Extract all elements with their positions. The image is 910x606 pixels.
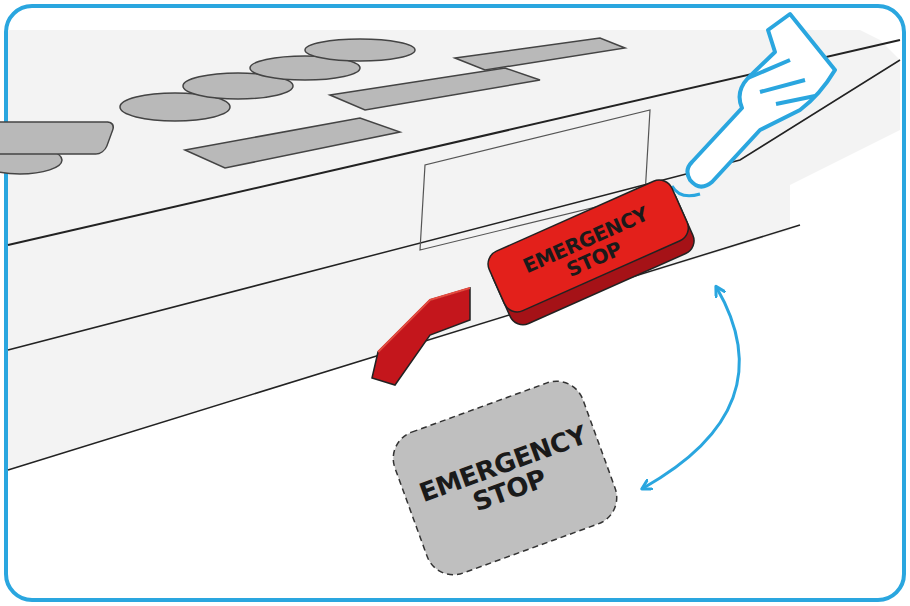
console-edge (8, 225, 800, 470)
pointing-hand (672, 14, 835, 196)
lever-stem (372, 288, 470, 385)
frame-border (6, 6, 904, 600)
console-edge (8, 40, 900, 245)
console-keys (0, 38, 625, 174)
motion-arrow (643, 287, 740, 488)
lever-highlight (378, 288, 470, 352)
